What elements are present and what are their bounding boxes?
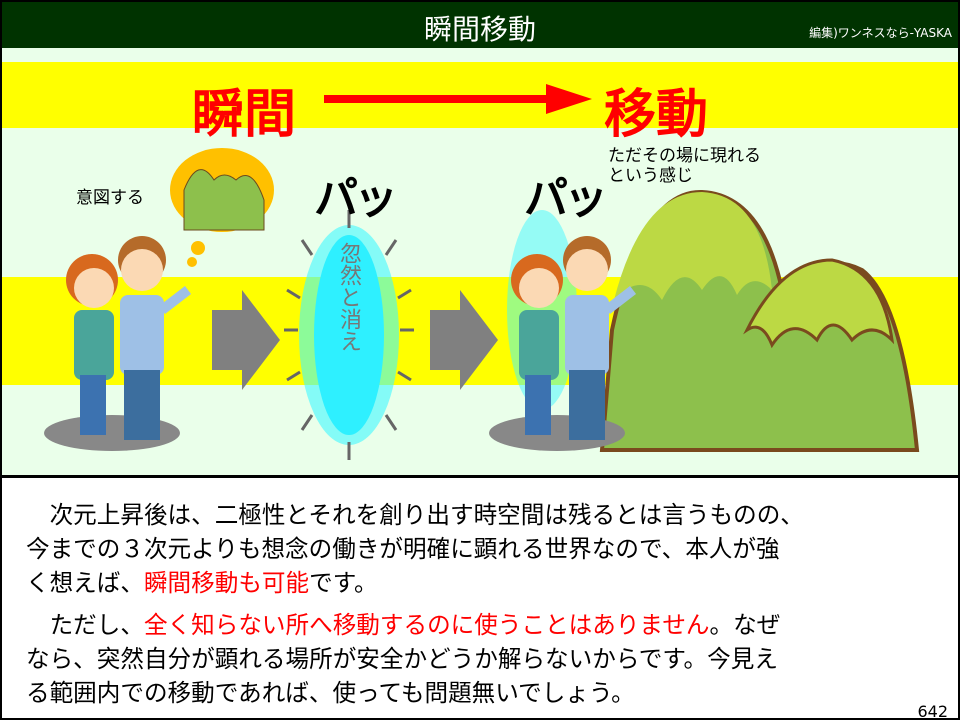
header-bar: 瞬間移動 編集)ワンネスなら-YASKA bbox=[2, 2, 958, 48]
couple-icon bbox=[44, 236, 192, 451]
pa-sound-1: パッ bbox=[314, 173, 398, 224]
highlight-text: 全く知らない所へ移動するのに使うことはありません bbox=[143, 611, 710, 639]
text-line: く想えば、瞬間移動も可能です。 bbox=[26, 564, 378, 598]
text-line: 次元上昇後は、二極性とそれを創り出す時空間は残るとは言うものの、 bbox=[26, 501, 804, 529]
credit: 編集)ワンネスなら-YASKA bbox=[809, 26, 952, 40]
intent-label: 意図する bbox=[76, 188, 144, 208]
appear-label-1: ただその場に現れる bbox=[608, 146, 761, 166]
vanish-text: 忽然と消え bbox=[336, 242, 361, 352]
page-title: 瞬間移動 bbox=[423, 13, 536, 46]
banner-left: 瞬間 bbox=[192, 85, 297, 145]
page-number: 642 bbox=[917, 702, 948, 718]
text-segment: ただし、 bbox=[26, 611, 144, 639]
body-text: 次元上昇後は、二極性とそれを創り出す時空間は残るとは言うものの、 今までの３次元… bbox=[2, 475, 958, 718]
text-line: ただし、全く知らない所へ移動するのに使うことはありません。なぜ bbox=[26, 606, 781, 640]
text-line: る範囲内での移動であれば、使っても問題無いでしょう。 bbox=[26, 679, 635, 707]
banner-right: 移動 bbox=[604, 85, 709, 145]
text-line: なら、突然自分が顕れる場所が安全かどうか解らないからです。今見え bbox=[26, 645, 778, 673]
pa-sound-2: パッ bbox=[524, 173, 608, 224]
illustration bbox=[44, 148, 920, 460]
text-segment: 。なぜ bbox=[709, 611, 781, 639]
appear-label-2: という感じ bbox=[608, 166, 693, 186]
text-segment: です。 bbox=[309, 569, 378, 597]
vanish-burst-icon bbox=[284, 210, 414, 460]
arrow-right-icon bbox=[324, 84, 592, 114]
text-segment: く想えば、 bbox=[26, 569, 144, 597]
highlight-text: 瞬間移動も可能 bbox=[143, 569, 310, 597]
couple-icon bbox=[489, 210, 637, 451]
thought-cloud-icon bbox=[170, 148, 274, 267]
arrow-right-icon bbox=[212, 290, 280, 390]
arrow-right-icon bbox=[430, 290, 498, 390]
text-line: 今までの３次元よりも想念の働きが明確に顕れる世界なので、本人が強 bbox=[26, 535, 780, 563]
mountain-icon bbox=[599, 189, 920, 452]
